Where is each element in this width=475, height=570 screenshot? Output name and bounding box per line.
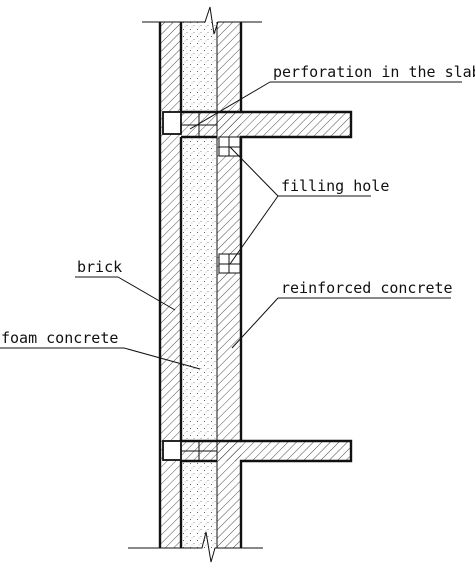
label-filling-hole: filling hole [281, 177, 389, 195]
facing-blocks [162, 111, 182, 461]
brick-layer [160, 22, 181, 548]
break-lines [128, 6, 263, 563]
label-reinforced-concrete: reinforced concrete [281, 279, 453, 297]
label-foam-concrete: foam concrete [1, 329, 118, 347]
label-brick: brick [77, 258, 122, 276]
leader-lines [0, 81, 462, 370]
foam-concrete-layer [181, 22, 217, 548]
reinforced-concrete-layer [217, 22, 351, 548]
label-perforation: perforation in the slab [273, 63, 475, 81]
section-outlines [158, 22, 353, 548]
